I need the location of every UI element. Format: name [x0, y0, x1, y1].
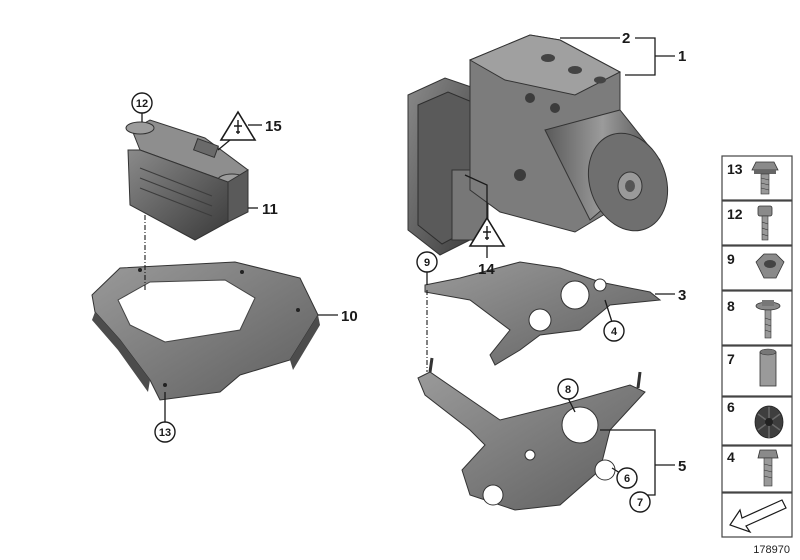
- callout-11: 11: [262, 201, 278, 218]
- hex-bolt-flange-icon: [751, 161, 779, 195]
- callout-2: 2: [622, 30, 630, 47]
- svg-text:4: 4: [727, 449, 735, 465]
- electrostatic-warning-icon: [219, 110, 257, 141]
- panel-row-6[interactable]: 6: [721, 396, 793, 446]
- circled-callout-4: 4: [603, 320, 625, 342]
- svg-text:8: 8: [565, 384, 571, 396]
- socket-bolt-icon: [757, 205, 773, 241]
- svg-text:9: 9: [727, 251, 735, 267]
- panel-row-8[interactable]: 8: [721, 290, 793, 346]
- svg-text:4: 4: [611, 326, 618, 338]
- panel-row-12[interactable]: 12: [721, 200, 793, 246]
- document-number: 178970: [753, 544, 790, 556]
- circled-callout-13: 13: [154, 421, 176, 443]
- rubber-grommet-icon: [754, 405, 784, 439]
- circled-callout-6: 6: [616, 467, 638, 489]
- svg-text:6: 6: [624, 473, 630, 485]
- callout-3: 3: [678, 287, 686, 304]
- upper-bracket-part[interactable]: [424, 261, 662, 366]
- circled-callout-9: 9: [416, 251, 438, 273]
- abs-hydraulic-unit-part[interactable]: [407, 34, 681, 256]
- circled-callout-8: 8: [557, 378, 579, 400]
- callout-5: 5: [678, 458, 686, 475]
- svg-text:12: 12: [136, 98, 148, 110]
- collar-bolt-icon: [755, 300, 781, 339]
- callout-15: 15: [265, 118, 282, 135]
- hex-nut-icon: [755, 253, 785, 279]
- callout-14: 14: [478, 261, 495, 278]
- panel-row-4[interactable]: 4: [721, 445, 793, 493]
- circled-callout-12: 12: [131, 92, 153, 114]
- panel-row-13[interactable]: 13: [721, 155, 793, 201]
- panel-row-9[interactable]: 9: [721, 245, 793, 291]
- svg-text:9: 9: [424, 257, 430, 269]
- parts-panel: 13 12 9: [721, 155, 793, 538]
- lower-bracket-part[interactable]: [417, 357, 646, 511]
- sleeve-icon: [759, 348, 777, 387]
- svg-text:12: 12: [727, 206, 743, 222]
- bracket-plate-part[interactable]: [91, 261, 320, 401]
- callout-10: 10: [341, 308, 358, 325]
- panel-arrow-box[interactable]: [721, 492, 793, 538]
- panel-row-7[interactable]: 7: [721, 345, 793, 397]
- svg-text:8: 8: [727, 298, 735, 314]
- sensor-module-part[interactable]: [125, 119, 249, 241]
- svg-text:7: 7: [637, 497, 643, 509]
- svg-text:7: 7: [727, 351, 735, 367]
- direction-arrow-icon: [729, 499, 787, 534]
- hex-bolt-icon: [757, 449, 779, 487]
- svg-text:13: 13: [159, 427, 171, 439]
- callout-1: 1: [678, 48, 686, 65]
- svg-text:6: 6: [727, 399, 735, 415]
- svg-text:13: 13: [727, 161, 743, 177]
- circled-callout-7: 7: [629, 491, 651, 513]
